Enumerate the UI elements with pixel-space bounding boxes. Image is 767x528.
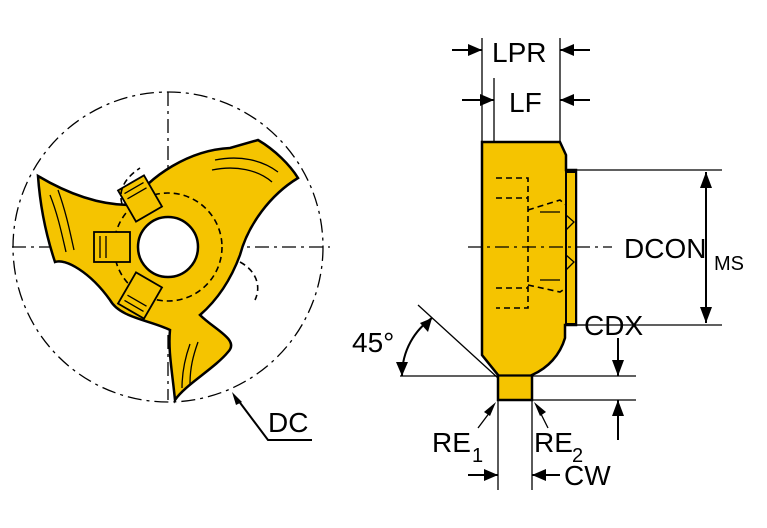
dcon-label: DCON (624, 233, 706, 264)
re1-subscript: 1 (472, 445, 483, 467)
re2-subscript: 2 (572, 445, 583, 467)
cdx-label: CDX (584, 310, 643, 341)
slot-top (116, 271, 164, 320)
angle-label: 45° (352, 327, 394, 358)
hub-hidden-circle (113, 192, 223, 302)
front-view: DC (12, 91, 330, 441)
dc-leader (237, 399, 312, 441)
center-hole (136, 215, 200, 279)
lpr-label: LPR (492, 37, 546, 68)
lf-label: LF (509, 87, 542, 118)
re2-label: RE (534, 427, 573, 458)
dc-label: DC (268, 407, 308, 438)
side-view: LPR LF DCON MS CDX (352, 37, 744, 491)
dcon-subscript: MS (714, 253, 744, 275)
insert-side-profile (480, 140, 578, 402)
cw-label: CW (564, 460, 611, 491)
re1-label: RE (432, 427, 471, 458)
slot-bottom (116, 174, 164, 223)
